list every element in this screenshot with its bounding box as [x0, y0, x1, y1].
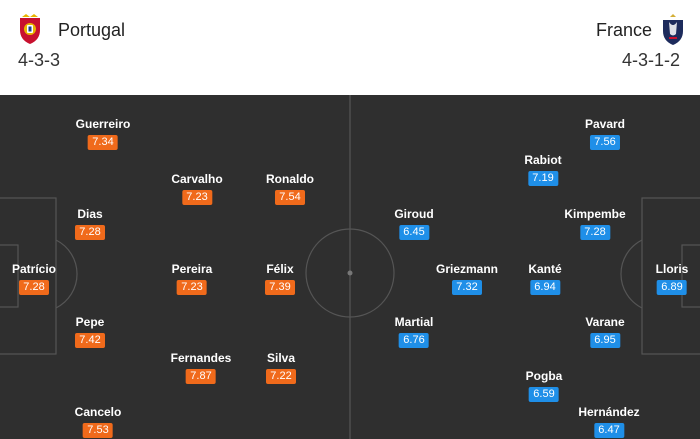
player-name: Pepe — [75, 315, 105, 329]
player-name: Pavard — [584, 117, 626, 131]
player-rating: 7.28 — [579, 225, 610, 240]
match-header: Portugal 4-3-3 France 4-3-1-2 — [0, 0, 700, 95]
player-name: Ronaldo — [266, 172, 314, 186]
player-name: Guerreiro — [75, 117, 131, 131]
away-player[interactable]: Pavard 7.56 — [585, 117, 625, 150]
player-name: Griezmann — [435, 262, 499, 276]
player-rating: 7.34 — [88, 135, 118, 150]
home-player[interactable]: Fernandes 7.87 — [170, 351, 232, 384]
away-player[interactable]: Kimpembe 7.28 — [564, 207, 626, 240]
player-name: Giroud — [394, 207, 434, 221]
pitch-markings — [0, 95, 700, 439]
player-rating: 7.56 — [590, 135, 620, 150]
portugal-crest-icon — [16, 14, 44, 46]
player-name: Kanté — [528, 262, 562, 276]
home-player[interactable]: Pereira 7.23 — [171, 262, 213, 295]
away-player[interactable]: Rabiot 7.19 — [524, 153, 562, 186]
player-name: Pereira — [171, 262, 213, 276]
player-name: Pogba — [525, 369, 563, 383]
pitch: Guerreiro 7.34 Carvalho 7.23 Ronaldo 7.5… — [0, 95, 700, 439]
away-formation: 4-3-1-2 — [621, 50, 680, 70]
home-player[interactable]: Cancelo 7.53 — [74, 405, 122, 438]
home-player[interactable]: Ronaldo 7.54 — [266, 172, 314, 205]
away-player[interactable]: Hernández 6.47 — [578, 405, 640, 438]
player-rating: 6.59 — [528, 387, 559, 402]
player-rating: 7.23 — [176, 280, 207, 295]
home-player[interactable]: Dias 7.28 — [75, 207, 105, 240]
player-name: Lloris — [655, 262, 689, 276]
player-name: Patrício — [11, 262, 57, 276]
home-player[interactable]: Carvalho 7.23 — [171, 172, 223, 205]
away-team-name[interactable]: France — [595, 20, 652, 40]
away-player[interactable]: Martial 6.76 — [394, 315, 434, 348]
player-rating: 6.47 — [593, 423, 624, 438]
player-name: Kimpembe — [564, 207, 626, 221]
player-name: Félix — [266, 262, 294, 276]
home-formation: 4-3-3 — [18, 50, 61, 70]
player-rating: 7.23 — [181, 190, 212, 205]
away-player[interactable]: Lloris 6.89 — [655, 262, 689, 295]
away-player[interactable]: Giroud 6.45 — [394, 207, 434, 240]
away-player[interactable]: Pogba 6.59 — [525, 369, 563, 402]
home-player[interactable]: Patrício 7.28 — [12, 262, 56, 295]
player-name: Rabiot — [524, 153, 562, 167]
home-player[interactable]: Félix 7.39 — [265, 262, 295, 295]
player-rating: 7.32 — [451, 280, 482, 295]
player-rating: 7.54 — [275, 190, 305, 205]
home-player[interactable]: Guerreiro 7.34 — [75, 117, 131, 150]
player-rating: 6.45 — [398, 225, 429, 240]
player-name: Hernández — [578, 405, 640, 419]
player-rating: 6.94 — [530, 280, 560, 295]
player-rating: 6.76 — [399, 333, 429, 348]
home-player[interactable]: Pepe 7.42 — [75, 315, 105, 348]
player-rating: 6.89 — [656, 280, 687, 295]
player-rating: 6.95 — [590, 333, 620, 348]
player-rating: 7.87 — [186, 369, 216, 384]
player-rating: 7.22 — [266, 369, 296, 384]
player-rating: 7.53 — [83, 423, 113, 438]
player-rating: 7.39 — [265, 280, 295, 295]
player-name: Fernandes — [170, 351, 232, 365]
player-name: Dias — [77, 207, 103, 221]
away-player[interactable]: Varane 6.95 — [585, 315, 625, 348]
player-name: Varane — [585, 315, 625, 329]
player-name: Silva — [266, 351, 296, 365]
player-rating: 7.42 — [75, 333, 105, 348]
player-rating: 7.28 — [18, 280, 49, 295]
player-name: Carvalho — [171, 172, 223, 186]
away-player[interactable]: Kanté 6.94 — [528, 262, 562, 295]
home-team-name[interactable]: Portugal — [58, 20, 126, 40]
player-rating: 7.19 — [528, 171, 558, 186]
player-name: Martial — [394, 315, 434, 329]
home-player[interactable]: Silva 7.22 — [266, 351, 296, 384]
away-player[interactable]: Griezmann 7.32 — [436, 262, 498, 295]
player-name: Cancelo — [74, 405, 122, 419]
player-rating: 7.28 — [75, 225, 105, 240]
france-crest-icon — [660, 14, 688, 46]
